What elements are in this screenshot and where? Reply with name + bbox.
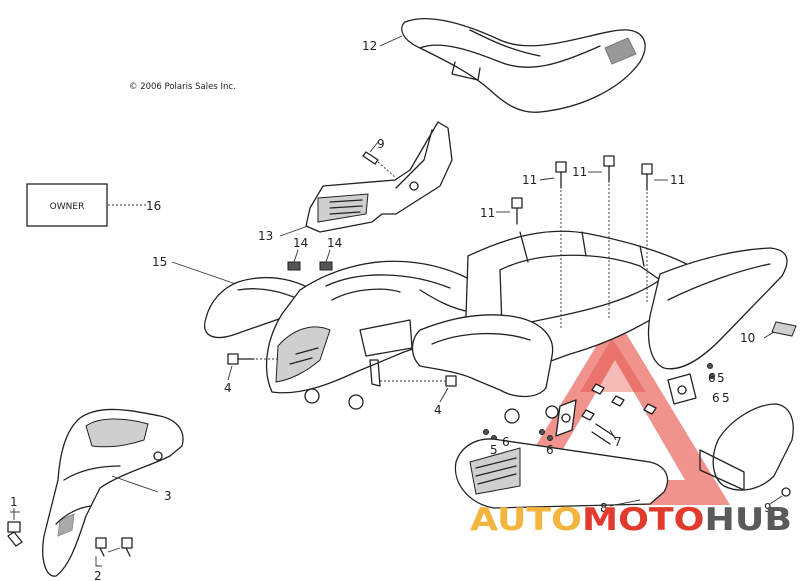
screw-9-top — [362, 141, 397, 179]
callout-15: 15 — [152, 255, 167, 269]
callout-11b: 11 — [572, 165, 587, 179]
watermark-text-auto: AUTO — [470, 502, 582, 538]
callout-14a: 14 — [293, 236, 308, 250]
main-body-part — [204, 230, 788, 424]
callout-12: 12 — [362, 39, 377, 53]
callout-2: 2 — [94, 569, 102, 581]
clip-14a — [287, 261, 301, 271]
callout-4-left: 4 — [224, 381, 232, 395]
callout-11a: 11 — [522, 173, 537, 187]
callout-5b: 5 — [722, 391, 730, 405]
callout-5a: 5 — [717, 371, 725, 385]
callout-7: 7 — [614, 435, 622, 449]
callout-16: 16 — [146, 199, 161, 213]
callout-9-top: 9 — [377, 137, 385, 151]
callout-3: 3 — [164, 489, 172, 503]
copyright-text: © 2006 Polaris Sales Inc. — [129, 82, 236, 92]
owner-decal — [26, 183, 108, 227]
clip-14b — [319, 261, 333, 271]
callout-8: 8 — [600, 501, 608, 515]
callout-9-right: 9 — [764, 501, 772, 515]
owner-decal-label: OWNER — [50, 202, 85, 212]
headlight-pod-part — [305, 121, 453, 233]
callout-6d: 6 — [546, 443, 554, 457]
bolt-11-group — [496, 155, 668, 330]
watermark-triangle-inner — [580, 338, 646, 392]
callout-labels: 12 16 9 13 14 14 15 11 11 11 11 10 4 4 6… — [10, 39, 772, 581]
callout-14b: 14 — [327, 236, 342, 250]
fastener-1-2-group — [7, 508, 133, 567]
bracket-7-group — [483, 363, 715, 445]
seat-part — [401, 18, 646, 113]
bolt-4-group — [227, 353, 457, 403]
callout-11d: 11 — [480, 206, 495, 220]
footwell-part — [454, 403, 794, 509]
callout-13: 13 — [258, 229, 273, 243]
callout-5c: 5 — [490, 443, 498, 457]
callout-6b: 6 — [712, 391, 720, 405]
callout-10: 10 — [740, 331, 755, 345]
watermark-text-hub: HUB — [705, 502, 792, 538]
watermark-text-moto: MOTO — [582, 502, 705, 538]
callout-1: 1 — [10, 495, 18, 509]
callout-6c: 6 — [502, 435, 510, 449]
front-nose-part — [42, 408, 184, 577]
clip-10 — [771, 321, 797, 337]
callout-4-right: 4 — [434, 403, 442, 417]
callout-6a: 6 — [708, 371, 716, 385]
callout-11c: 11 — [670, 173, 685, 187]
